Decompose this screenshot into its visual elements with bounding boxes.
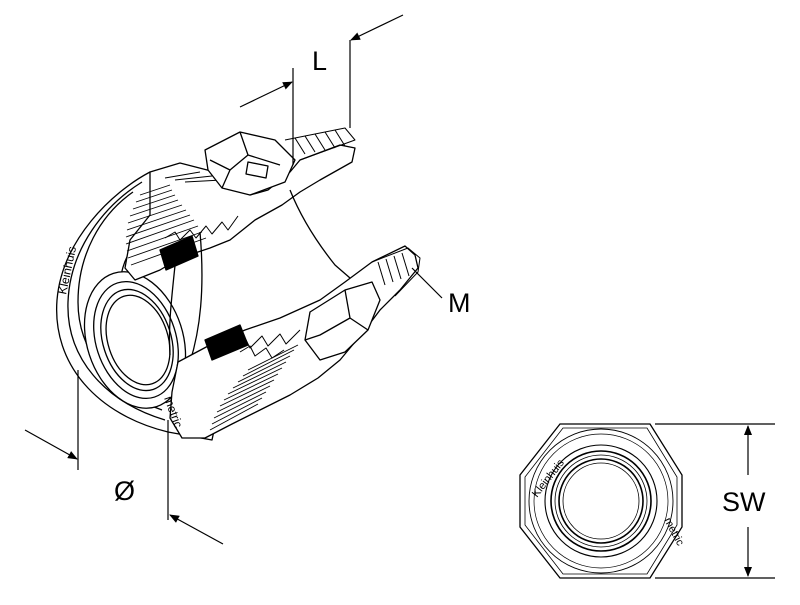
- hex-face-circle: [528, 428, 674, 574]
- dimension-label-sw: SW: [722, 487, 766, 517]
- thread-upper: [284, 127, 356, 161]
- bore-ring-inner: [562, 462, 640, 540]
- dome-ring-2: [550, 450, 652, 552]
- hex-face-circle-inner: [533, 433, 669, 569]
- thread-lower: [371, 247, 421, 297]
- seal-section-lower: [204, 324, 249, 361]
- dimension-label-m: M: [448, 288, 471, 318]
- upper-body-section: [124, 127, 356, 281]
- leader-m: [411, 267, 443, 299]
- dome-outer-ring: [544, 444, 658, 558]
- dome-ring-3: [554, 454, 648, 548]
- dimension-thread: [411, 267, 443, 299]
- seal-section-upper: [159, 235, 199, 271]
- hex-chamfer: [524, 427, 678, 575]
- hex-outline: [519, 423, 683, 579]
- dimension-diameter: [24, 370, 224, 545]
- dimension-wrench-size: [655, 423, 775, 579]
- lower-body-section: [169, 245, 421, 439]
- arrow-l-left: [239, 81, 293, 108]
- grip-knurl-lower: [209, 344, 299, 431]
- bore-ring: [558, 458, 644, 544]
- arrow-l-right: [350, 14, 404, 41]
- arrow-d-left: [24, 429, 78, 460]
- dimension-label-l: L: [312, 46, 327, 76]
- dimension-label-diameter: Ø: [114, 476, 135, 506]
- dimension-length: [239, 14, 404, 165]
- hex-end-view: [519, 423, 683, 579]
- inner-sleeve: [168, 189, 351, 363]
- arrow-d-right: [169, 514, 224, 545]
- cutaway-view: Kleinhuis metric: [55, 127, 421, 441]
